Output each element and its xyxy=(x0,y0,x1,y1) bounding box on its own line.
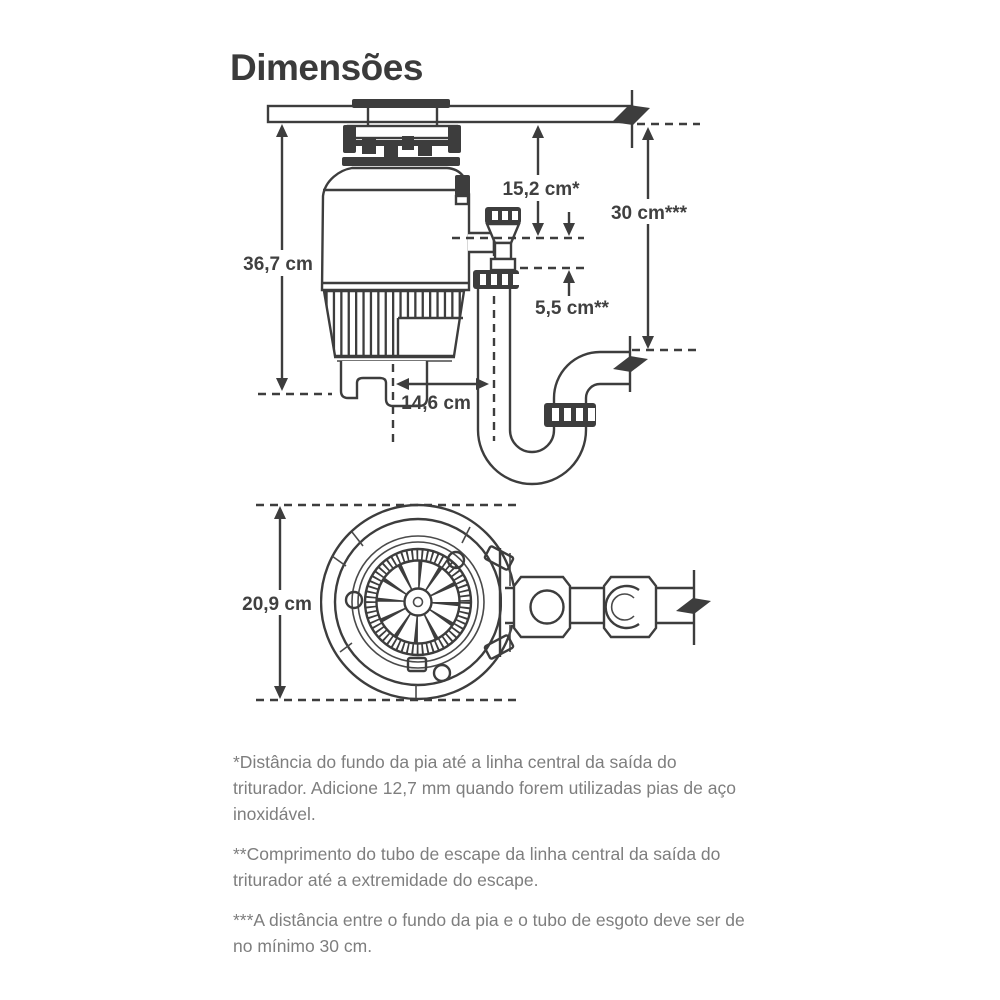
mounting-assembly xyxy=(342,124,461,166)
pipe-break-mark xyxy=(676,570,711,645)
dimension-min-drain-distance: 30 cm*** xyxy=(603,127,695,349)
label-total-height: 36,7 cm xyxy=(243,254,313,275)
side-view-diagram: 36,7 cm 15,2 cm* 30 cm*** xyxy=(238,90,700,486)
outlet-pipe xyxy=(502,570,711,645)
dimension-body-width: 20,9 cm xyxy=(236,506,320,699)
drain-break-mark xyxy=(613,336,648,392)
sink-countertop xyxy=(266,104,634,124)
footnote-3: ***A distância entre o fundo da pia e o … xyxy=(233,910,745,956)
outlet-bracket xyxy=(483,545,515,660)
pipe-coupling-1 xyxy=(512,575,572,639)
label-outlet-tube: 5,5 cm** xyxy=(535,298,610,319)
sink-flange xyxy=(352,99,450,127)
label-center-offset: 14,6 cm xyxy=(401,393,471,414)
impeller-spokes xyxy=(377,561,459,643)
dimension-center-offset: 14,6 cm xyxy=(396,378,489,414)
footnote-1: *Distância do fundo da pia até a linha c… xyxy=(233,752,736,824)
dimension-total-height: 36,7 cm xyxy=(238,124,320,391)
bottom-view-reference-lines xyxy=(256,503,516,702)
discharge-tube xyxy=(468,207,521,289)
disposer-bottom-stub xyxy=(339,361,429,408)
pipe-coupling-2 xyxy=(602,575,658,639)
disposer-ribbed-base xyxy=(322,289,466,362)
label-body-width: 20,9 cm xyxy=(242,594,312,615)
disposer-housing-bottom xyxy=(319,503,517,701)
grind-ring xyxy=(363,547,473,657)
p-trap xyxy=(476,289,631,486)
footnotes: *Distância do fundo da pia até a linha c… xyxy=(233,749,750,973)
dishwasher-inlet xyxy=(454,175,470,206)
label-min-drain-distance: 30 cm*** xyxy=(611,203,688,224)
footnote-2: **Comprimento do tubo de escape da linha… xyxy=(233,844,721,890)
label-sink-to-outlet: 15,2 cm* xyxy=(502,179,580,200)
countertop-break-mark xyxy=(612,90,650,148)
disposer-body xyxy=(320,166,471,292)
dimension-sink-to-outlet: 15,2 cm* xyxy=(494,125,588,236)
dimension-outlet-tube: 5,5 cm** xyxy=(535,212,610,319)
page-title: Dimensões xyxy=(230,46,423,88)
reference-lines xyxy=(258,122,700,442)
bottom-view-diagram: 20,9 cm xyxy=(236,503,711,702)
